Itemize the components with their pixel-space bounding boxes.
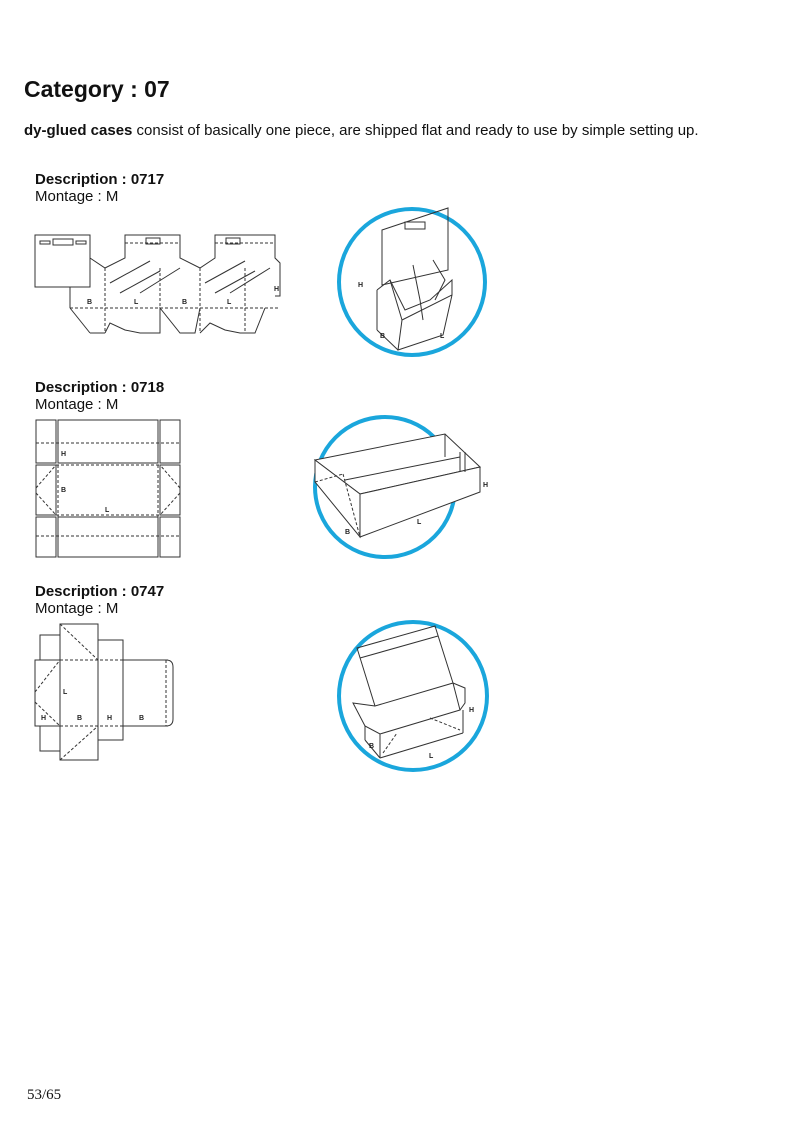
svg-text:B: B (77, 715, 82, 722)
montage-label: Montage : M (35, 396, 119, 413)
dim-label-b: B (87, 299, 92, 306)
intro-bold-term: dy-glued cases (24, 122, 133, 139)
montage-label: Montage : M (35, 188, 119, 205)
assembled-box-0747-illustration: H B L (337, 620, 489, 772)
description-label: Description : 0747 (35, 583, 165, 600)
svg-text:B: B (182, 299, 187, 306)
description-0747: Description : 0747 Montage : M (35, 583, 164, 617)
svg-text:H: H (483, 482, 488, 489)
svg-text:L: L (105, 507, 110, 514)
intro-text: consist of basically one piece, are ship… (132, 122, 699, 139)
svg-text:L: L (134, 299, 139, 306)
flat-layout-0718-diagram: H B L (35, 419, 181, 558)
svg-text:H: H (61, 451, 66, 458)
svg-text:L: L (440, 333, 445, 340)
page-title: Category : 07 (24, 76, 170, 102)
svg-text:B: B (369, 743, 374, 750)
svg-text:B: B (345, 529, 350, 536)
svg-text:L: L (227, 299, 232, 306)
svg-text:H: H (41, 715, 46, 722)
svg-text:H: H (469, 707, 474, 714)
flat-layout-0747-diagram: L H B H B (34, 623, 174, 761)
svg-text:L: L (417, 519, 422, 526)
dim-label-h: H (358, 282, 363, 289)
page-number: 53/65 (27, 1087, 62, 1103)
description-label: Description : 0717 (35, 171, 165, 188)
description-0718: Description : 0718 Montage : M (35, 379, 164, 413)
assembled-box-0718-illustration: H L B (313, 415, 488, 559)
svg-text:B: B (61, 487, 66, 494)
svg-text:B: B (139, 715, 144, 722)
montage-label: Montage : M (35, 600, 119, 617)
svg-text:H: H (274, 286, 279, 293)
description-label: Description : 0718 (35, 379, 165, 396)
svg-text:L: L (63, 689, 68, 696)
svg-text:H: H (107, 715, 112, 722)
description-0717: Description : 0717 Montage : M (35, 171, 164, 205)
flat-layout-0717-diagram: B L B L H (34, 234, 281, 334)
svg-text:L: L (429, 753, 434, 760)
svg-text:B: B (380, 333, 385, 340)
assembled-box-0717-illustration: H B L (337, 207, 487, 357)
intro-paragraph: dy-glued cases consist of basically one … (24, 122, 699, 139)
